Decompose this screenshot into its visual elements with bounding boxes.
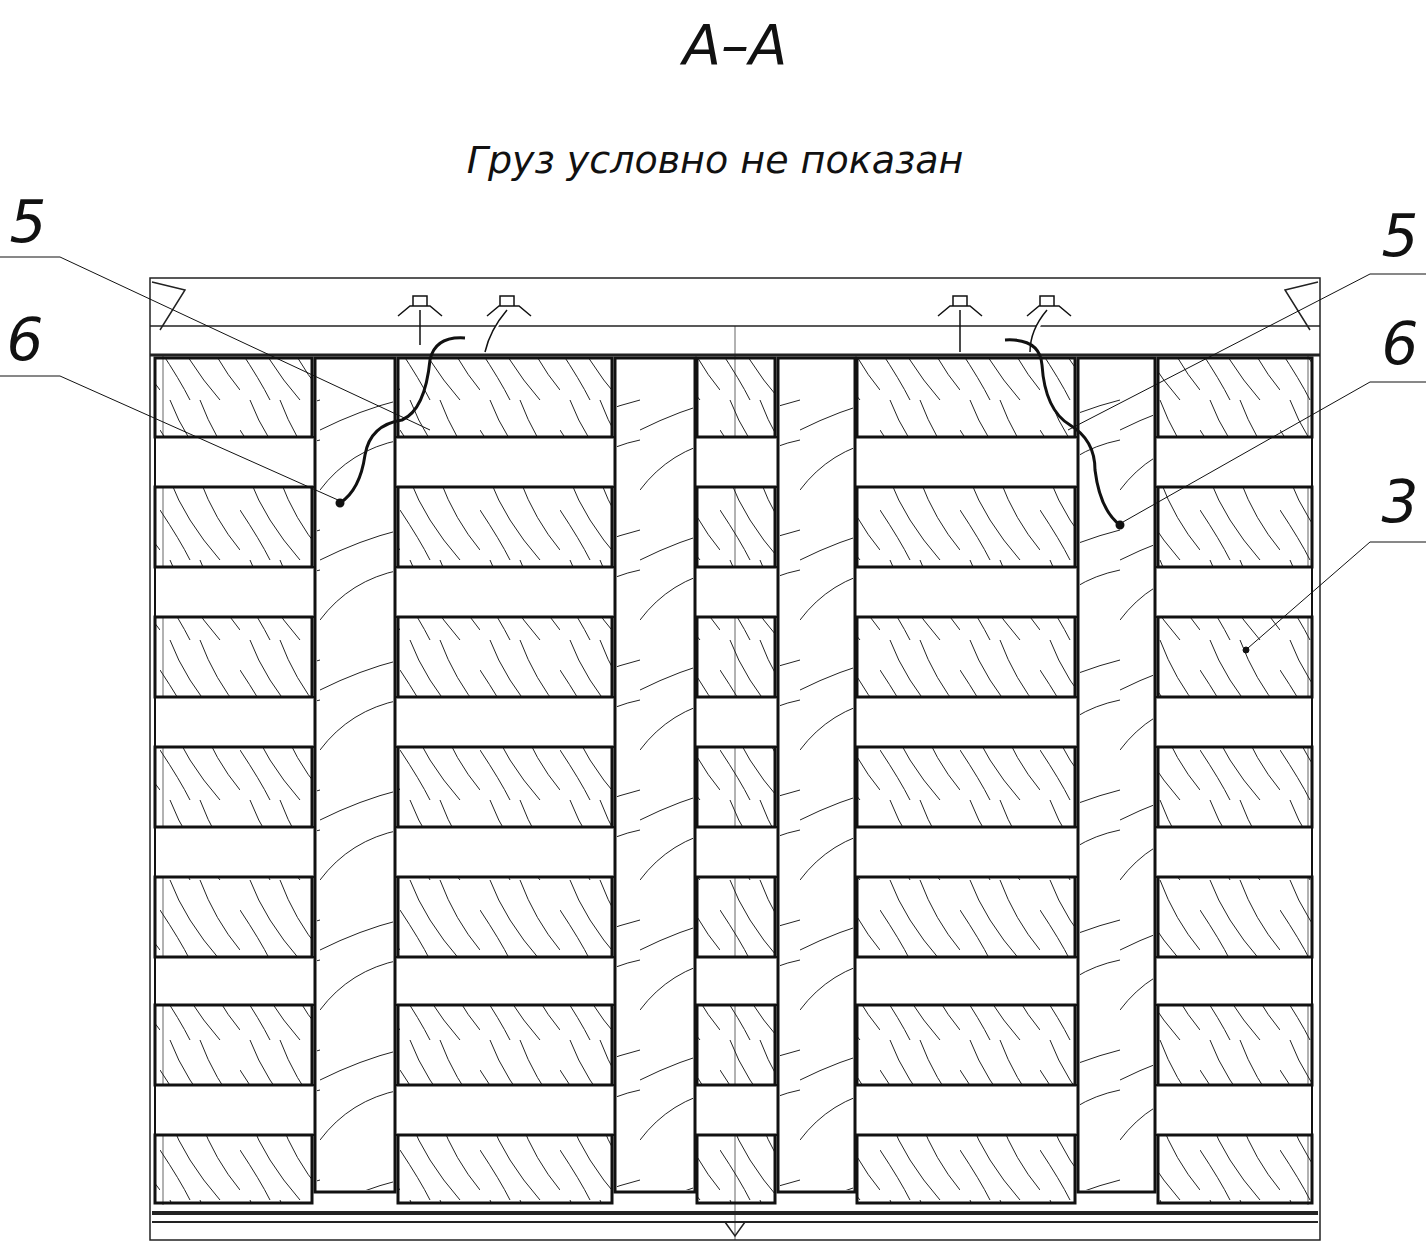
standing-tire-tread (317, 360, 1153, 1190)
lashing-wires (337, 338, 1123, 528)
clamps (398, 296, 1071, 352)
leader-lines (0, 257, 1426, 653)
tire-rows (155, 358, 1312, 1203)
section-title: А–А (683, 17, 788, 73)
callout-number: 5 (1382, 207, 1419, 265)
container-frame (150, 278, 1320, 1240)
callout-number: 3 (1382, 473, 1419, 531)
standing-tires (315, 358, 1155, 1192)
callout-number: 6 (1382, 315, 1419, 373)
callout-number: 5 (10, 193, 47, 251)
callout-number: 6 (7, 311, 44, 369)
drawing-note: Груз условно не показан (467, 141, 964, 179)
